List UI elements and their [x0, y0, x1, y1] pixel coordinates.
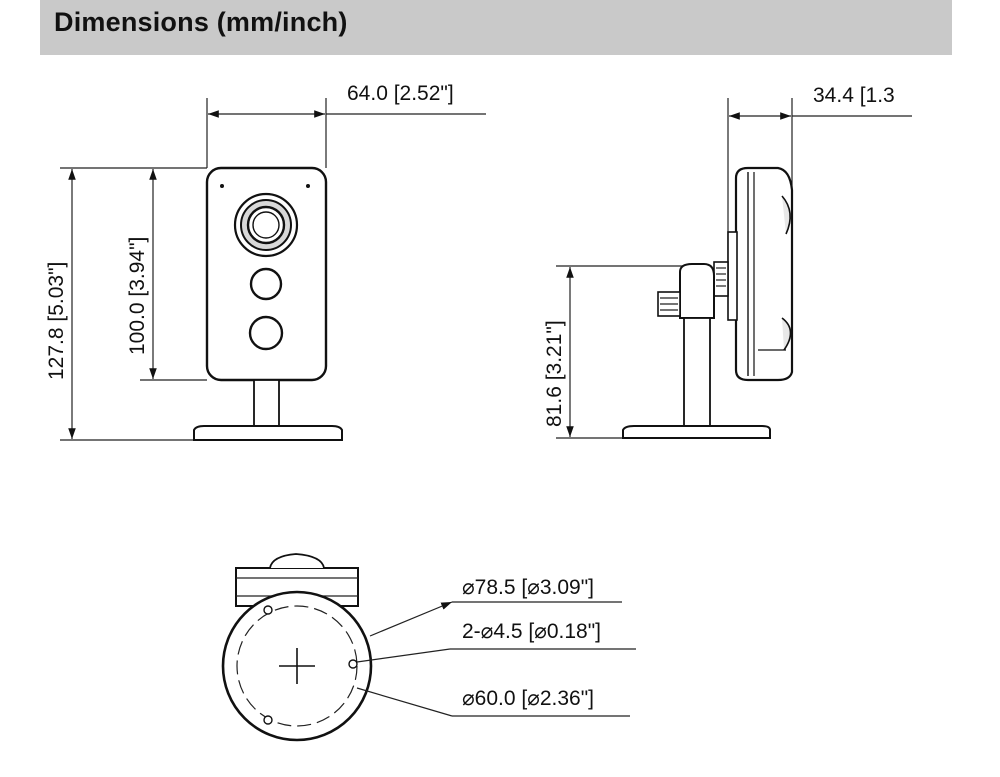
outer-diameter-label: ⌀78.5 [⌀3.09"] — [462, 576, 594, 599]
page-title: Dimensions (mm/inch) — [54, 7, 348, 37]
width-label: 64.0 [2.52"] — [347, 82, 454, 105]
stand-base-front — [193, 425, 343, 441]
hole-leader-diag — [356, 648, 451, 663]
side-view: 34.4 [1.3 81.6 [3.21"] — [543, 84, 912, 439]
stand-base-side — [622, 425, 771, 439]
mount-screw — [713, 261, 729, 297]
mount-hole-top — [263, 605, 273, 615]
total-height-label: 127.8 [5.03"] — [45, 262, 68, 380]
pir-sensor — [248, 315, 284, 351]
mount-hole-right — [348, 659, 358, 669]
stand-post-side — [683, 317, 711, 427]
mount-hole-bottom — [263, 715, 273, 725]
camera-body-side — [734, 166, 794, 382]
body-height-label: 100.0 [3.94"] — [126, 237, 149, 355]
hole-label: 2-⌀4.5 [⌀0.18"] — [462, 620, 601, 643]
depth-label: 34.4 [1.3 — [813, 84, 895, 107]
bracket-knob-top — [269, 553, 325, 569]
front-view: 64.0 [2.52"] 127.8 [5.03"] 100.0 [3.94"] — [45, 82, 486, 441]
indicator-dot-right — [306, 184, 310, 188]
base-view: ⌀78.5 [⌀3.09"] 2-⌀4.5 [⌀0.18"] ⌀60.0 [⌀2… — [221, 553, 636, 742]
hole-circle-label: ⌀60.0 [⌀2.36"] — [462, 687, 594, 710]
sensor-bump-side — [781, 317, 792, 351]
section-header: Dimensions (mm/inch) — [40, 0, 952, 55]
outer-diameter-leader-diag — [369, 601, 453, 637]
back-plate — [727, 231, 738, 321]
indicator-dot-left — [220, 184, 224, 188]
mount-height-label: 81.6 [3.21"] — [543, 320, 566, 427]
hole-circle-leader-diag — [356, 687, 453, 717]
light-sensor — [249, 267, 283, 301]
stand-post-front — [253, 379, 280, 427]
lens-bump-side — [781, 195, 791, 235]
lens-center — [252, 211, 280, 239]
stand-head-side — [679, 263, 715, 319]
